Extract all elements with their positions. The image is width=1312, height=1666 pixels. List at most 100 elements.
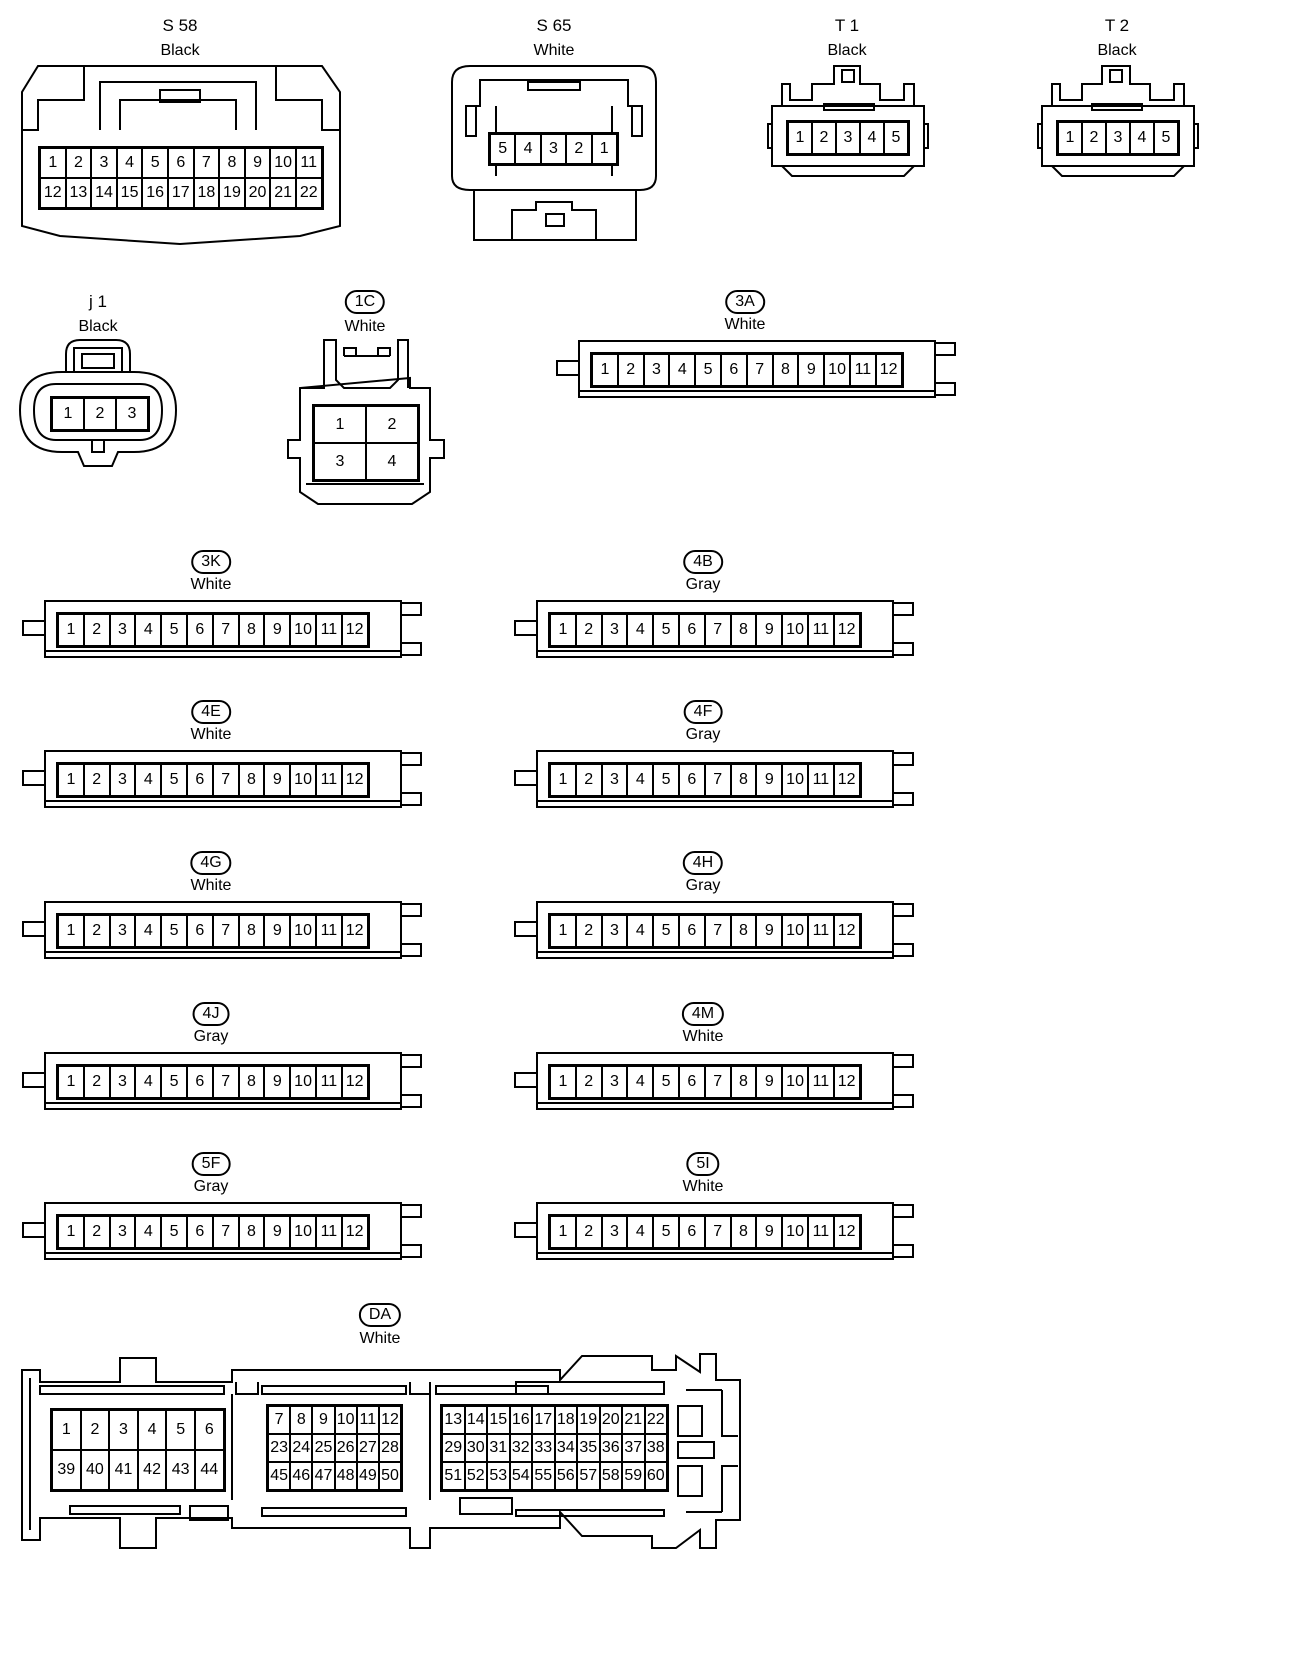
pin-cell: 19 (577, 1406, 600, 1434)
inner-frame (536, 1252, 894, 1260)
right-tab-bottom (892, 642, 914, 656)
connector-id-label: 5I (686, 1152, 720, 1176)
pin-cell: 2 (83, 1216, 110, 1248)
pin-cell: 8 (730, 764, 757, 796)
pin-cell: 9 (756, 1216, 783, 1248)
connector-color-label: Black (827, 42, 867, 59)
right-tab-top (892, 1204, 914, 1218)
pin-cell: 6 (186, 764, 213, 796)
pin-cell: 3 (314, 443, 366, 480)
pin-cell: 7 (268, 1406, 291, 1434)
pin-cell: 60 (644, 1462, 667, 1490)
right-tab-top (892, 602, 914, 616)
pin-cell: 15 (116, 178, 143, 208)
pin-cell: 3 (116, 398, 148, 430)
pin-cell: 4 (116, 148, 143, 178)
pin-cell: 3 (91, 148, 117, 178)
inner-frame (536, 1102, 894, 1110)
pin-cell: 8 (219, 148, 245, 178)
pin-cell: 2 (575, 1066, 602, 1098)
pin-cell: 7 (704, 764, 731, 796)
pin-cell: 9 (756, 915, 783, 947)
pin-cell: 2 (65, 148, 92, 178)
pin-cell: 1 (58, 764, 84, 796)
pin-cell: 6 (678, 764, 705, 796)
connector-color-label: Black (78, 318, 118, 335)
pin-cell: 31 (487, 1434, 510, 1462)
pin-cell: 12 (341, 1066, 368, 1098)
pin-cell: 2 (575, 764, 602, 796)
connector-id-label: 4J (192, 1002, 230, 1026)
pin-cell: 7 (212, 1066, 239, 1098)
pin-cell: 1 (591, 134, 617, 164)
pin-cell: 9 (264, 614, 291, 646)
pin-cell: 5 (653, 764, 679, 796)
left-latch (556, 360, 580, 376)
left-latch (514, 1222, 538, 1238)
right-tab-top (892, 1054, 914, 1068)
pin-cell: 5 (653, 915, 679, 947)
connector-color-label: White (190, 576, 232, 593)
left-latch (22, 1072, 46, 1088)
pin-cell: 2 (575, 614, 602, 646)
pin-cell: 11 (295, 148, 322, 178)
pin-cell: 48 (334, 1462, 357, 1490)
pin-cell: 10 (334, 1406, 357, 1434)
right-tab-bottom (400, 1094, 422, 1108)
pin-cell: 6 (678, 614, 705, 646)
pin-cell: 5 (653, 1216, 679, 1248)
pin-cell: 2 (1082, 122, 1106, 154)
connector-color-label: White (724, 316, 766, 333)
pin-cell: 3 (540, 134, 567, 164)
right-tab-top (892, 903, 914, 917)
pin-cell: 12 (341, 764, 368, 796)
pin-cell: 46 (290, 1462, 313, 1490)
pin-cell: 2 (84, 398, 116, 430)
pin-cell: 5 (161, 764, 187, 796)
connector-id-label: j 1 (89, 292, 107, 311)
pin-cell: 6 (678, 1216, 705, 1248)
right-tab-bottom (892, 943, 914, 957)
pin-cell: 6 (186, 1066, 213, 1098)
pin-cell: 3 (109, 915, 136, 947)
pin-cell: 12 (341, 915, 368, 947)
right-tab-bottom (400, 642, 422, 656)
pin-cell: 5 (653, 614, 679, 646)
pin-cell: 24 (290, 1434, 313, 1462)
pin-cell: 11 (807, 1216, 834, 1248)
pin-cell: 9 (312, 1406, 335, 1434)
right-tab-top (400, 903, 422, 917)
pin-cell: 9 (264, 915, 291, 947)
pin-cell: 2 (83, 1066, 110, 1098)
connector-id-label: 5F (191, 1152, 231, 1176)
pin-cell: 12 (40, 178, 66, 208)
pin-cell: 43 (166, 1450, 195, 1490)
pin-cell: 8 (238, 1216, 265, 1248)
pin-cell: 8 (730, 915, 757, 947)
pin-cell: 30 (464, 1434, 487, 1462)
pin-cell: 23 (268, 1434, 291, 1462)
pin-cell: 5 (884, 122, 908, 154)
right-tab-top (400, 1204, 422, 1218)
pin-cell: 14 (464, 1406, 487, 1434)
pin-cell: 1 (550, 1066, 576, 1098)
pin-cell: 34 (554, 1434, 577, 1462)
pin-cell: 10 (290, 1216, 316, 1248)
pin-cell: 3 (109, 1066, 136, 1098)
left-latch (22, 620, 46, 636)
pin-cell: 6 (194, 1410, 224, 1450)
pin-cell: 3 (643, 354, 670, 386)
pin-cell: 12 (833, 915, 860, 947)
left-latch (514, 620, 538, 636)
right-tab-bottom (934, 382, 956, 396)
right-tab-top (934, 342, 956, 356)
